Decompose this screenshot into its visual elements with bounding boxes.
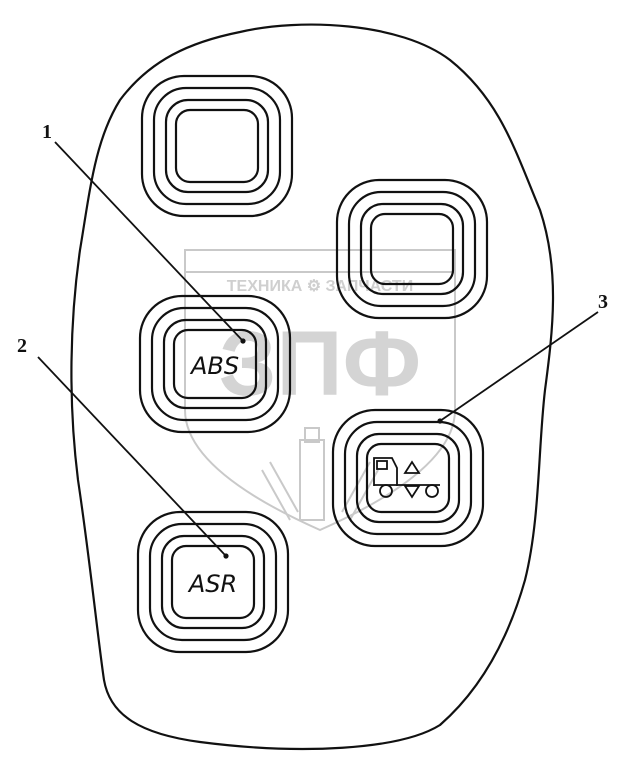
callout-2: 2 (17, 335, 27, 357)
truck-axle-icon (373, 457, 440, 499)
watermark-big-text: ЗПФ (219, 313, 421, 415)
blank-button-top[interactable] (140, 74, 294, 218)
callout-1: 1 (42, 121, 52, 143)
watermark: ТЕХНИКА ⚙ ЗАПЧАСТИ ЗПФ (184, 249, 456, 532)
abs-label: ABS (189, 352, 239, 380)
abs-button[interactable]: ABS (138, 294, 292, 434)
asr-label: ASR (187, 570, 237, 598)
watermark-emblem (261, 427, 379, 521)
blank-button-right[interactable] (335, 178, 489, 320)
axle-lift-button[interactable] (331, 408, 485, 548)
panel-outline (70, 23, 555, 751)
callout-3: 3 (598, 291, 608, 313)
callouts: 1 2 3 (17, 121, 608, 559)
asr-button[interactable]: ASR (136, 510, 290, 654)
watermark-shield (184, 249, 456, 532)
watermark-top-text: ТЕХНИКА ⚙ ЗАПЧАСТИ (227, 278, 413, 295)
